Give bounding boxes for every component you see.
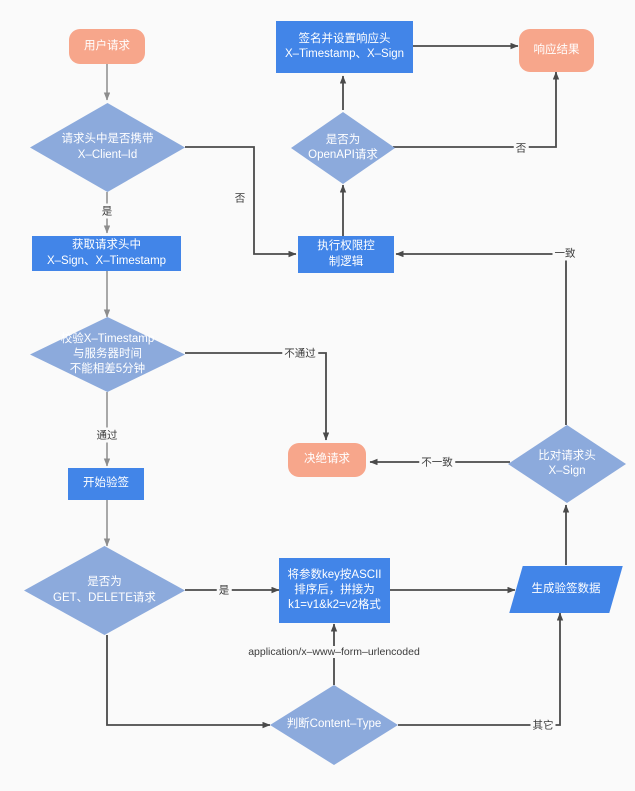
node-label: 生成验签数据 <box>531 582 601 595</box>
edge-label-yes-client-id: 是 <box>99 203 115 219</box>
node-check-timestamp[interactable]: 校验X–Timestamp 与服务器时间 不能相差5分钟 <box>30 317 185 392</box>
node-label: 是否为 OpenAPI请求 <box>308 133 378 161</box>
node-start-verify[interactable]: 开始验签 <box>68 468 144 500</box>
node-judge-content-type[interactable]: 判断Content–Type <box>270 685 398 765</box>
node-sort-params[interactable]: 将参数key按ASCII 排序后，拼接为 k1=v1&k2=v2格式 <box>279 558 390 623</box>
node-label: 决绝请求 <box>304 453 350 466</box>
edge-has-client-id-no-to-auth-logic <box>185 146 297 258</box>
edge-label-sign-match: 一致 <box>552 245 578 261</box>
edge-label-timestamp-fail: 不通过 <box>282 345 318 361</box>
edge-check-ts-fail-to-reject <box>185 352 330 441</box>
node-sign-response[interactable]: 签名并设置响应头 X–Timestamp、X–Sign <box>276 21 413 73</box>
node-label: 开始验签 <box>83 477 129 490</box>
edge-compare-sign-match-to-auth-logic <box>395 250 567 425</box>
edge-label-sign-mismatch: 不一致 <box>419 454 455 470</box>
node-label: 判断Content–Type <box>286 718 382 731</box>
edge-is-get-delete-no-to-judge-ct <box>106 635 271 729</box>
edge-label-yes-get-delete: 是 <box>216 582 232 598</box>
edge-judge-ct-other-to-gen-sign-data <box>398 612 564 726</box>
node-label: 将参数key按ASCII 排序后，拼接为 k1=v1&k2=v2格式 <box>287 568 382 612</box>
node-get-headers[interactable]: 获取请求头中 X–Sign、X–Timestamp <box>32 236 181 271</box>
node-reject-request[interactable]: 决绝请求 <box>288 443 366 477</box>
node-response-result[interactable]: 响应结果 <box>519 29 594 72</box>
edge-label-timestamp-pass: 通过 <box>94 427 120 443</box>
node-label: 签名并设置响应头 X–Timestamp、X–Sign <box>284 32 405 60</box>
node-is-openapi[interactable]: 是否为 OpenAPI请求 <box>291 112 395 184</box>
node-user-request[interactable]: 用户请求 <box>69 29 145 64</box>
node-label: 校验X–Timestamp 与服务器时间 不能相差5分钟 <box>60 332 155 376</box>
node-is-get-delete[interactable]: 是否为 GET、DELETE请求 <box>24 546 185 635</box>
node-generate-sign-data[interactable]: 生成验签数据 <box>509 566 623 613</box>
node-label: 请求头中是否携带 X–Client–Id <box>61 133 154 161</box>
edge-label-no-client-id: 否 <box>232 190 248 206</box>
node-label: 比对请求头 X–Sign <box>538 449 596 477</box>
edge-label-content-type-other: 其它 <box>530 717 556 733</box>
node-label: 执行权限控 制逻辑 <box>317 240 375 268</box>
node-auth-logic[interactable]: 执行权限控 制逻辑 <box>298 236 394 273</box>
edge-label-no-openapi: 否 <box>513 140 529 156</box>
edge-is-openapi-no-to-response <box>393 71 560 148</box>
node-label: 是否为 GET、DELETE请求 <box>53 576 156 604</box>
node-label: 获取请求头中 X–Sign、X–Timestamp <box>46 239 167 267</box>
edge-label-content-type-urlencoded: application/x–www–form–urlencoded <box>246 646 422 658</box>
node-compare-sign[interactable]: 比对请求头 X–Sign <box>508 425 626 503</box>
node-has-client-id[interactable]: 请求头中是否携带 X–Client–Id <box>30 103 185 192</box>
node-label: 用户请求 <box>84 39 130 52</box>
node-label: 响应结果 <box>533 43 580 56</box>
